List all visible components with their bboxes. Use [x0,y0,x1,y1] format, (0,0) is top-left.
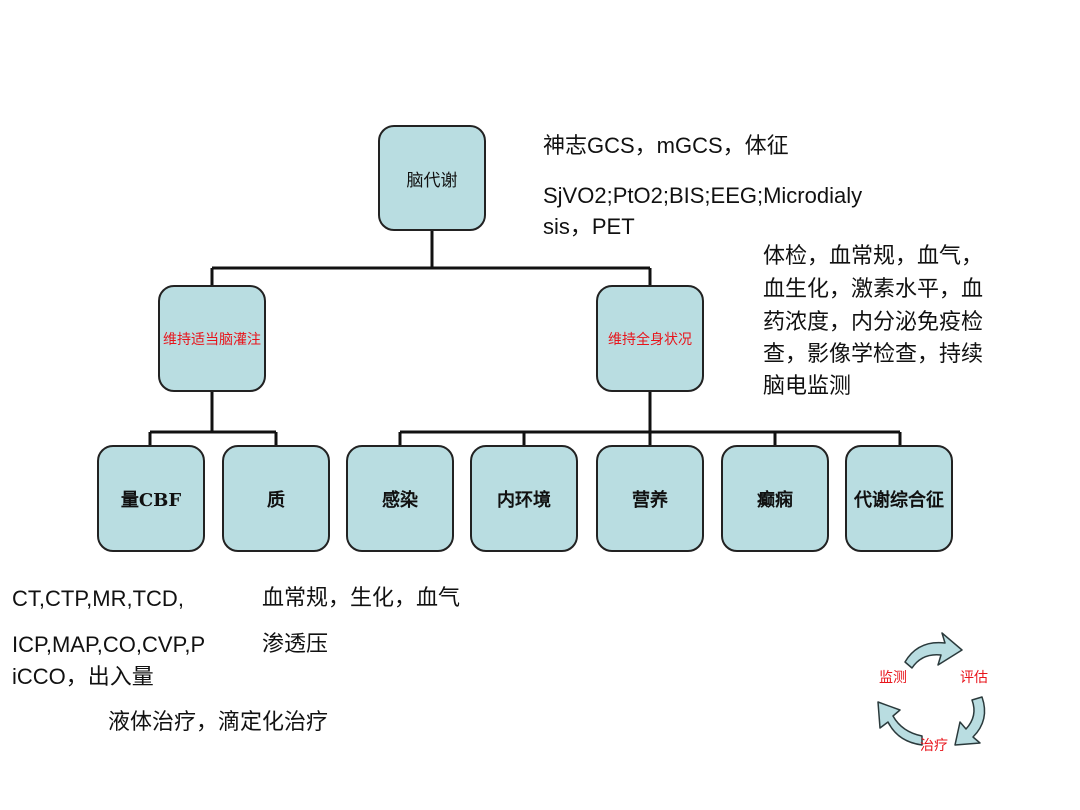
note-systemic-exams-4: 查，影像学检查，持续 [763,342,984,367]
leaf-node-infection: 感染 [346,445,454,552]
arrow-monitor-to-evaluate-icon [904,632,963,669]
cycle-label-evaluate: 评估 [960,670,988,686]
leaf-node-cbf: 量CBF [97,445,205,552]
leaf-node-epilepsy: 癫痫 [721,445,829,552]
note-systemic-exams-5: 脑电监测 [763,374,852,399]
note-monitoring-line1: SjVO2;PtO2;BIS;EEG;Microdialy [543,183,863,208]
root-connector [210,230,652,285]
cycle-label-treat: 治疗 [920,738,948,754]
cycle-label-monitor: 监测 [879,670,907,686]
note-therapy: 液体治疗，滴定化治疗 [108,710,329,735]
leaf-node-metabolic-syndrome: 代谢综合征 [845,445,953,552]
note-systemic-exams-2: 血生化，激素水平，血 [763,277,984,302]
leaf-node-internal-environment: 内环境 [470,445,578,552]
left-branch-connector [148,390,278,445]
right-branch-connector [398,390,902,445]
note-hemodynamics-line2: iCCO，出入量 [12,664,154,689]
note-hemodynamics-line1: ICP,MAP,CO,CVP,P [12,632,206,657]
note-systemic-exams-3: 药浓度，内分泌免疫检 [763,310,984,335]
leaf-node-nutrition: 营养 [596,445,704,552]
branch-node-cerebral-perfusion: 维持适当脑灌注 [158,285,266,392]
note-osmotic-pressure: 渗透压 [262,632,329,657]
note-systemic-exams-1: 体检，血常规，血气， [763,244,984,269]
branch-node-systemic-condition: 维持全身状况 [596,285,704,392]
leaf-node-quality: 质 [222,445,330,552]
note-imaging: CT,CTP,MR,TCD, [12,586,184,611]
note-monitoring-line2: sis，PET [543,214,635,239]
note-consciousness: 神志GCS，mGCS，体征 [543,133,789,158]
arrow-evaluate-to-treat-icon [954,696,986,746]
note-blood-tests: 血常规，生化，血气 [262,586,461,611]
root-node: 脑代谢 [378,125,486,231]
arrow-treat-to-monitor-icon [877,701,923,746]
